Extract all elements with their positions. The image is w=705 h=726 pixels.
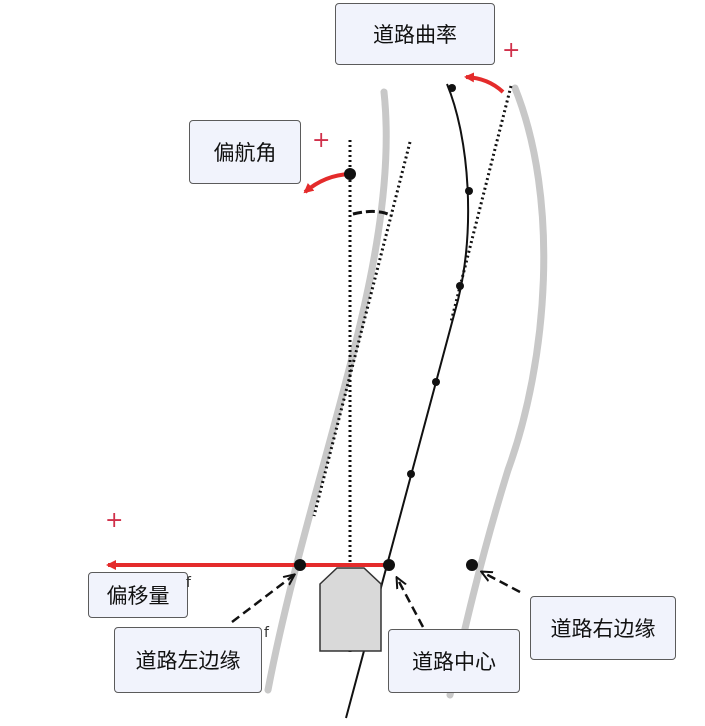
right-edge-point <box>466 559 478 571</box>
offset-label: 偏移量 <box>88 572 188 618</box>
curvature-direction-arrow <box>464 72 505 94</box>
curvature-positive-sign: + <box>502 38 521 63</box>
center-curve-point <box>465 187 473 195</box>
stray-mark: f <box>264 625 269 641</box>
left-edge-point <box>294 559 306 571</box>
offset-positive-sign: + <box>105 508 124 533</box>
right-edge-pointer-arrow <box>482 572 521 594</box>
center-tangent-line <box>449 85 513 323</box>
center-point <box>383 559 395 571</box>
yaw-angle-arc <box>352 209 393 218</box>
center-curve-point <box>448 84 456 92</box>
center-curve-point <box>407 470 415 478</box>
right-edge-label: 道路右边缘 <box>530 596 676 660</box>
center-label: 道路中心 <box>388 629 520 693</box>
vehicle-shape <box>319 567 382 652</box>
road-left-edge-line <box>264 88 390 694</box>
path-points <box>407 84 473 478</box>
stray-mark: f <box>186 575 191 591</box>
yaw-reference-point <box>344 168 356 180</box>
center-curve-point <box>432 378 440 386</box>
left-edge-tangent-line <box>312 141 412 517</box>
yaw-direction-arrow <box>303 172 351 194</box>
left-edge-label: 道路左边缘 <box>114 627 262 693</box>
yaw-angle-label: 偏航角 <box>189 120 301 184</box>
road-curvature-label: 道路曲率 <box>335 3 495 65</box>
center-curve-point <box>456 282 464 290</box>
yaw-positive-sign: + <box>312 128 331 153</box>
left-edge-pointer-arrow <box>231 575 294 623</box>
center-pointer-arrow <box>397 578 425 628</box>
road-right-edge-line <box>446 84 548 699</box>
